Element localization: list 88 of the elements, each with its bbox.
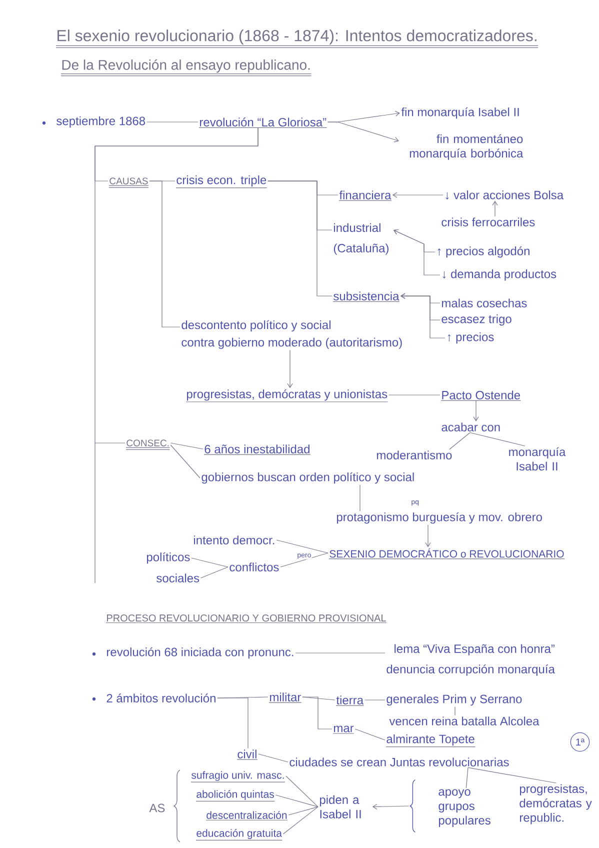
connector-line <box>280 552 328 568</box>
note-text: civil <box>236 750 258 760</box>
note-text: 2 ámbitos revolución <box>106 694 216 702</box>
arrow <box>372 804 410 810</box>
arrow <box>393 229 440 276</box>
connector-line <box>354 728 386 740</box>
note-text: apoyo grupos populares <box>438 789 490 827</box>
note-text: escasez trigo <box>442 314 512 326</box>
bracket-line <box>149 180 180 328</box>
note-text: moderantismo <box>377 450 452 460</box>
arrow <box>492 200 498 217</box>
note-text: sociales <box>156 574 200 582</box>
connector-line <box>286 776 318 808</box>
connector-line <box>454 706 456 716</box>
arrow <box>473 400 479 422</box>
connector-line <box>170 442 204 450</box>
connector-line <box>191 558 228 568</box>
bracket-line <box>268 180 332 296</box>
note-text: revolución 68 iniciada con pronunc. <box>107 647 294 659</box>
note-text: progresistas, demócratas y unionistas <box>186 389 388 402</box>
bracket-line <box>217 698 248 749</box>
note-text: políticos <box>146 552 190 564</box>
connector-line <box>258 754 288 762</box>
note-text: SEXENIO DEMOCRÁTICO o REVOLUCIONARIO <box>328 548 565 560</box>
note-text: ↓ valor acciones Bolsa <box>446 190 564 200</box>
note-text: ciudades se crean Juntas revolucionarias <box>290 758 509 766</box>
note-text: 6 años inestabilidad <box>204 444 311 455</box>
connector-line <box>170 444 200 478</box>
arrow <box>392 192 444 198</box>
connector-line <box>466 767 468 788</box>
note-text: lema “Viva España con honra” denuncia corrupción monarquía <box>386 644 555 676</box>
note-text: piden a Isabel II <box>320 795 361 818</box>
note-text: gobiernos buscan orden político y social <box>202 472 414 484</box>
section-heading: PROCESO REVOLUCIONARIO Y GOBIERNO PROVISIONAL <box>106 614 387 624</box>
note-text: crisis econ. triple <box>176 175 268 188</box>
note-text: vencen reina batalla Alcolea <box>389 716 540 726</box>
note-text: tierra <box>336 696 364 706</box>
note-text: septiembre 1868 <box>56 116 146 128</box>
connector-line <box>288 806 318 816</box>
connector-line <box>449 432 470 450</box>
category-heading: CONSEC. <box>126 440 170 450</box>
note-text: descontento político y social contra gobierno moderado (autoritarismo) <box>182 320 402 349</box>
category-heading: CAUSAS <box>108 178 149 188</box>
arrow <box>287 350 293 388</box>
note-text: abolición quintas <box>196 790 275 802</box>
note-text: industrial (Cataluña) <box>334 223 388 255</box>
connector-line <box>275 794 318 808</box>
bracket-line <box>302 696 332 730</box>
arrow <box>327 122 399 142</box>
subtitle: De la Revolución al ensayo republicano. <box>60 59 312 76</box>
connector-line <box>468 767 556 784</box>
note-text: sufragio univ. masc. <box>190 771 286 782</box>
connector-line <box>295 652 386 654</box>
note-text: subsistencia <box>332 292 400 302</box>
note-text: militar <box>268 692 302 703</box>
note-text: intento democr. <box>194 536 274 544</box>
note-text: fin monarquía Isabel II <box>401 107 519 119</box>
note-text: crisis ferrocarriles <box>442 218 535 226</box>
arrow <box>400 293 446 338</box>
connector-line <box>200 566 228 578</box>
note-text: revolución “La Gloriosa” <box>198 118 328 128</box>
note-text: descentralización <box>206 811 288 820</box>
note-text: acabar con <box>442 422 500 432</box>
note-text: educación gratuita <box>196 829 282 840</box>
note-text: ↑ precios <box>448 332 494 344</box>
curly-brace <box>410 779 416 833</box>
bracket-line <box>94 127 258 444</box>
connector-line <box>282 806 318 834</box>
connector-line <box>470 432 526 446</box>
note-text: malas cosechas <box>442 298 527 308</box>
note-text: protagonismo burguesía y mov. obrero <box>336 512 542 524</box>
note-text: mar <box>332 726 354 734</box>
note-text: conflictos <box>230 562 279 572</box>
title: El sexenio revolucionario (1868 - 1874): Intentos democratizadores. <box>56 30 538 48</box>
note-text: financiera <box>338 190 392 201</box>
note-text: almirante Topete <box>386 734 476 748</box>
arrow <box>425 524 431 548</box>
note-text: fin momentáneo monarquía borbónica <box>410 134 524 160</box>
margin-note: AS <box>149 804 165 812</box>
note-text: generales Prim y Serrano <box>386 694 522 706</box>
connector-line <box>388 394 440 396</box>
note-text: Pacto Ostende <box>440 390 522 401</box>
circled-number: 1ª <box>570 732 590 752</box>
note-text: ↑ precios algodón <box>438 246 530 258</box>
note-text: monarquía Isabel II <box>509 447 566 471</box>
connector-line <box>276 540 328 554</box>
note-text: progresistas, demócratas y republic. <box>520 784 592 824</box>
note-text: ↓ demanda productos <box>442 269 556 281</box>
